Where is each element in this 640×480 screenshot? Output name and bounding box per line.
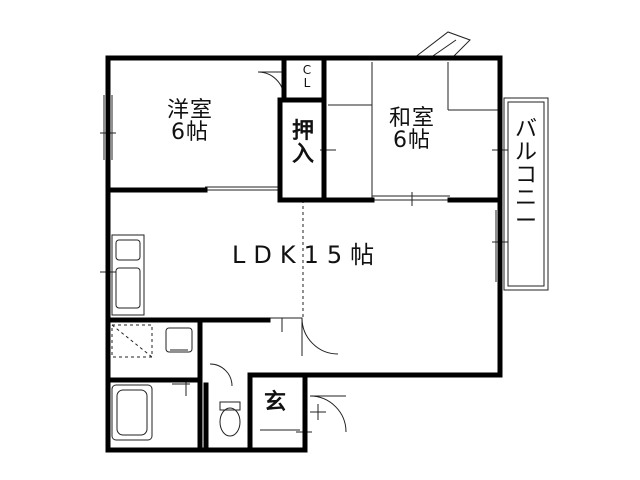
kitchen-counter (111, 234, 145, 316)
japanese-room-label: 和室 6帖 (372, 108, 452, 152)
japanese-room-name: 和室 (388, 106, 435, 131)
entrance-label: 玄 (264, 390, 287, 415)
japanese-room-size: 6帖 (393, 128, 431, 153)
oshiire-label-line2: 入 (291, 142, 314, 168)
oshiire-label-line1: 押 (291, 119, 314, 144)
entrance-door-arc (309, 395, 347, 433)
stove (115, 239, 141, 261)
western-room-size: 6帖 (171, 120, 209, 145)
washbasin (165, 327, 193, 353)
western-room-name: 洋室 (166, 98, 213, 123)
closet-label: C L (296, 64, 318, 89)
balcony-char: コ (514, 163, 537, 189)
toilet-bowl (219, 407, 241, 437)
balcony-outline (503, 97, 549, 291)
closet-door-arc (257, 71, 285, 99)
balcony-char: バ (514, 117, 537, 142)
sink (115, 267, 141, 309)
thin-lines (100, 31, 549, 441)
balcony-top-door (412, 31, 471, 59)
toilet-door-arc (209, 363, 233, 387)
ldk-door-arc (268, 317, 339, 355)
closet-label-line1: C (302, 63, 312, 77)
toilet-tank (219, 401, 241, 411)
washer-area (111, 324, 153, 358)
oshiire-label: 押 入 (286, 120, 320, 166)
closet-label-line2: L (303, 75, 311, 90)
ldk-label: LDK15帖 (232, 241, 383, 269)
balcony-char: ル (514, 140, 537, 166)
bathtub (111, 384, 153, 441)
balcony-label: バ ル コ ニ ー (508, 117, 544, 235)
balcony-char: ニ (514, 186, 537, 212)
walls (105, 55, 503, 453)
balcony-char: ー (514, 209, 537, 235)
western-room-label: 洋室 6帖 (150, 100, 230, 144)
